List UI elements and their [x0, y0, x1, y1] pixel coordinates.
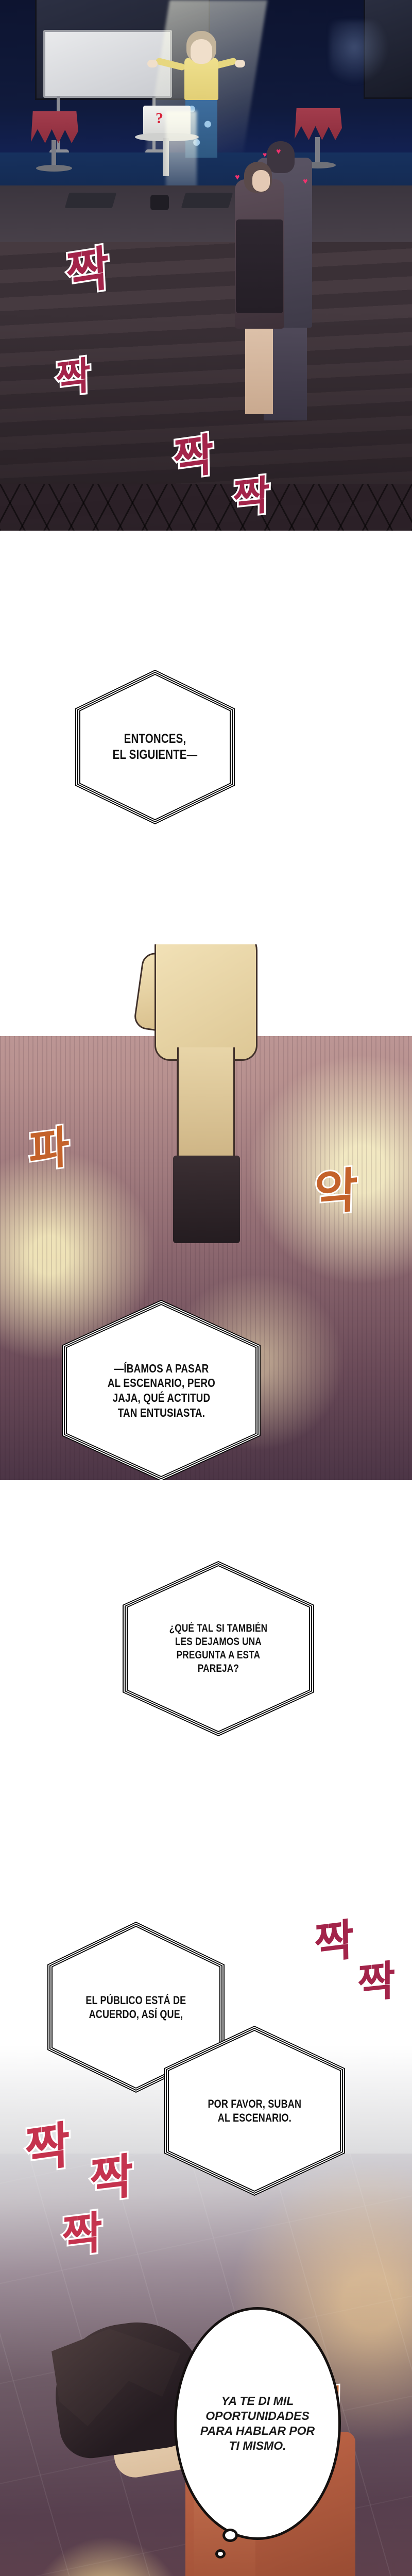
sfx-clap: 짝: [54, 351, 93, 404]
panel-next-caption: Entonces, el siguiente—: [0, 531, 412, 943]
draped-table-left: [31, 111, 78, 172]
thought-bubble: Ya te di mil oportunidades para hablar p…: [174, 2307, 341, 2540]
man-head: [267, 141, 295, 173]
sfx-clap: 짝: [63, 239, 112, 304]
sfx-clap: 짝: [23, 2114, 72, 2182]
host-shirt: [184, 58, 218, 100]
stage-smoke: [330, 21, 391, 88]
panel-stage: ? ♥ ♥: [0, 0, 412, 531]
sfx-clap: 짝: [312, 1912, 356, 1972]
speech-bubble-hex: Por favor, suban al escenario.: [164, 2026, 345, 2196]
sfx-clap: 짝: [60, 2205, 105, 2265]
bubble-text: El público está de acuerdo, así que,: [85, 1993, 186, 2021]
host-hand-right: [235, 60, 245, 67]
speech-bubble-hex: El público está de acuerdo, así que,: [47, 1922, 225, 2093]
table-leg: [52, 140, 56, 169]
whiteboard-foot: [49, 149, 69, 155]
speech-bubble-hex: —Íbamos a pasar al escenario, pero jaja,…: [62, 1300, 261, 1480]
sfx-clap: 짝: [171, 427, 216, 488]
bubble-text: ¿Qué tal si también les dejamos una preg…: [169, 1622, 268, 1675]
sfx-pa: 파: [27, 1120, 71, 1179]
table-cloth: [295, 108, 342, 140]
bubble-text: Entonces, el siguiente—: [112, 732, 198, 762]
thought-tail-medium: [215, 2549, 226, 2558]
thought-tail-large: [222, 2529, 238, 2542]
table-leg: [315, 137, 320, 166]
sfx-ak: 악: [312, 1161, 359, 1223]
bubble-text: —Íbamos a pasar al escenario, pero jaja,…: [107, 1361, 215, 1419]
couple-figures: ♥ ♥ ♥ ♥: [222, 141, 318, 420]
woman-dress: [236, 219, 283, 313]
woman-face: [252, 170, 270, 192]
stage-light-can: [150, 195, 169, 210]
bubble-text: Ya te di mil oportunidades para hablar p…: [200, 2394, 315, 2452]
panel-raised-hand: 파 악 —Íbamos a pasar al escenario, pero j…: [0, 944, 412, 1480]
table-base: [36, 165, 72, 172]
heart-icon: ♥: [235, 173, 240, 182]
heart-icon: ♥: [303, 177, 308, 186]
question-mark-icon: ?: [156, 110, 163, 127]
table-cloth: [31, 111, 78, 143]
host-face: [191, 39, 212, 64]
sleeve: [173, 1156, 240, 1243]
speech-bubble-hex: ¿Qué tal si también les dejamos una preg…: [123, 1561, 314, 1736]
stage-screen-right: [364, 0, 412, 99]
sfx-clap: 짝: [88, 2146, 135, 2211]
palm: [154, 944, 258, 1061]
heart-icon: ♥: [263, 150, 267, 159]
heart-icon: ♥: [276, 147, 281, 156]
ceiling-truss: [0, 484, 412, 531]
sfx-clap: 짝: [231, 470, 272, 524]
bubble-text: Por favor, suban al escenario.: [208, 2097, 301, 2124]
speech-bubble-hex: Entonces, el siguiente—: [75, 670, 235, 824]
raised-hand: [132, 944, 281, 1243]
sfx-clap: 짝: [356, 1954, 397, 2010]
host-hand-left: [147, 60, 158, 67]
stage-monitor: [64, 193, 117, 208]
